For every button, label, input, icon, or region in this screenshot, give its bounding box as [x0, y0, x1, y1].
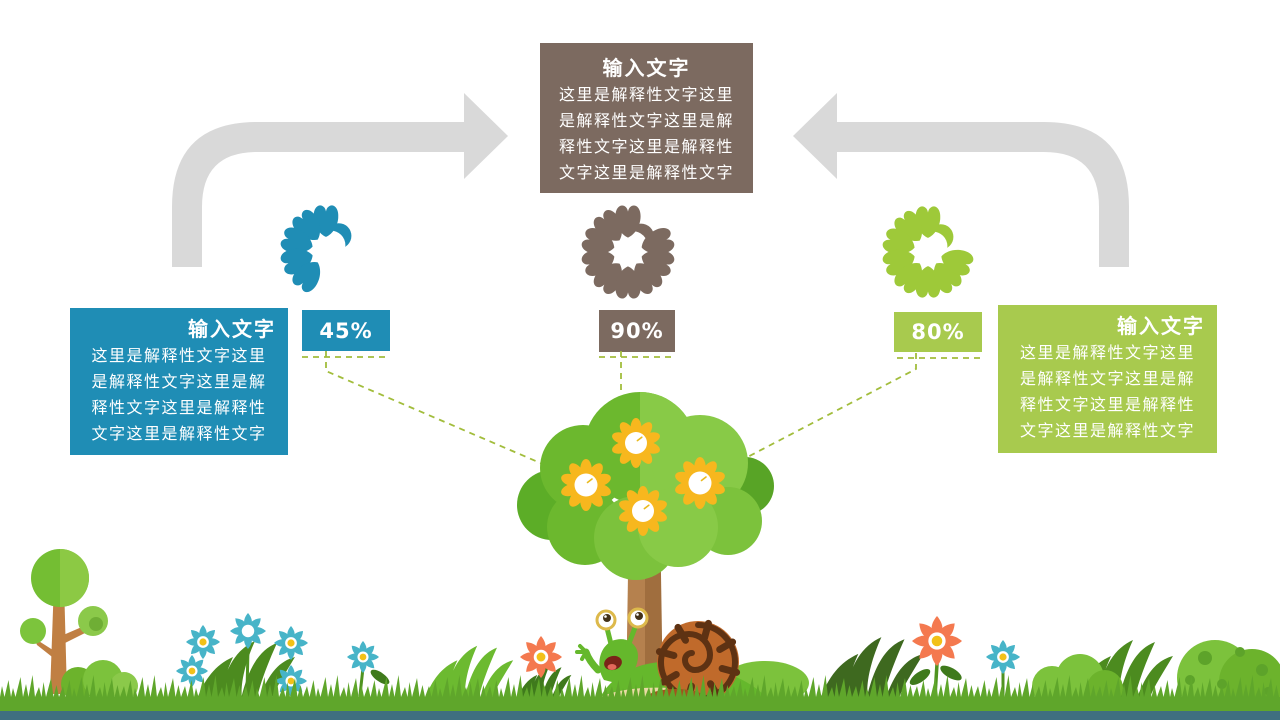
grass-tuft [820, 637, 924, 698]
shell-stripes [655, 619, 741, 705]
grass-tuft [197, 641, 295, 699]
right-box-line: 文字这里是解释性文字 [1019, 421, 1195, 440]
right-box-line: 是解释性文字这里是解 [1019, 369, 1195, 388]
top-box-line: 文字这里是解释性文字 [558, 163, 734, 182]
daisy-group [561, 418, 725, 536]
flower-leaves [370, 665, 962, 686]
left-box-line: 释性文字这里是解释性 [91, 398, 267, 417]
daisy-flower [561, 459, 611, 511]
elbow-arrow-right [793, 93, 1129, 267]
grass-tuft [425, 645, 514, 698]
right-text-box: 输入文字 这里是解释性文字这里 是解释性文字这里是解 释性文字这里是解释性 文字… [998, 305, 1217, 453]
star-flower [911, 615, 963, 667]
ground-bar [0, 711, 1280, 720]
daisy-flower [675, 457, 725, 509]
left-box-line: 是解释性文字这里是解 [91, 372, 267, 391]
left-box-line: 文字这里是解释性文字 [91, 424, 267, 443]
star-flower [347, 641, 379, 673]
snail-eye [627, 607, 649, 629]
star-flowers [176, 613, 1021, 697]
snail-shell [657, 621, 739, 703]
grass-strip [0, 675, 1280, 720]
flower-gauge-icon [882, 206, 974, 298]
top-box-line: 这里是解释性文字这里 [558, 85, 734, 104]
right-box-title: 输入文字 [1117, 314, 1205, 338]
metric-badge-80: 80% [894, 312, 982, 352]
snail-hand [575, 644, 588, 661]
star-flower [185, 624, 221, 660]
daisy-flower [619, 486, 667, 536]
connector-line-left [325, 351, 553, 469]
connector-line-right [737, 353, 917, 463]
grass-tuft [1075, 640, 1173, 698]
metric-badge-90: 90% [599, 310, 675, 352]
top-box-title: 输入文字 [602, 56, 691, 80]
star-flower [176, 655, 208, 687]
snail [575, 607, 809, 705]
star-flower [519, 635, 563, 679]
grass-tuft [517, 666, 572, 698]
top-box-line: 释性文字这里是解释性 [558, 137, 734, 156]
grass-tufts [197, 637, 1173, 699]
small-tree [20, 549, 108, 694]
top-box-line: 是解释性文字这里是解 [558, 111, 734, 130]
right-box-line: 释性文字这里是解释性 [1019, 395, 1195, 414]
left-text-box: 输入文字 这里是解释性文字这里 是解释性文字这里是解 释性文字这里是解释性 文字… [70, 308, 288, 455]
flower-tree [517, 392, 774, 700]
top-text-box: 输入文字 这里是解释性文字这里 是解释性文字这里是解 释性文字这里是解释性 文字… [540, 43, 753, 193]
bushes-right [1032, 654, 1123, 706]
left-box-title: 输入文字 [188, 317, 276, 341]
flower-stems [245, 647, 1005, 698]
flower-gauge-icon [280, 205, 352, 293]
flower-gauge-group [280, 205, 974, 299]
right-box-line: 这里是解释性文字这里 [1019, 343, 1195, 362]
elbow-arrow-left [172, 93, 508, 267]
star-flower [275, 665, 307, 697]
daisy-flower [612, 418, 660, 468]
metric-badge-45: 45% [302, 310, 390, 351]
bushes-left [61, 660, 138, 701]
star-flower [230, 613, 266, 649]
snail-mouth [604, 655, 622, 671]
left-box-line: 这里是解释性文字这里 [91, 346, 267, 365]
star-flower [985, 639, 1021, 675]
snail-eye [595, 609, 617, 631]
flower-gauge-icon [581, 205, 675, 299]
dotted-bush [1177, 640, 1280, 716]
star-flower [273, 625, 309, 661]
